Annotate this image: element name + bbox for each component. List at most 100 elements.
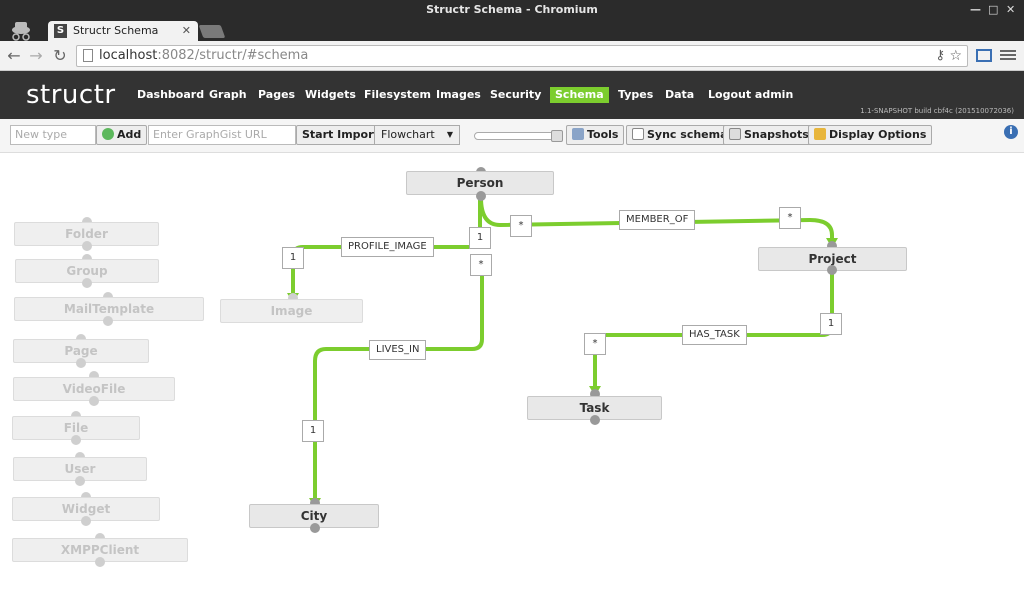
nav-security[interactable]: Security bbox=[490, 88, 542, 101]
node-connector[interactable] bbox=[288, 293, 298, 303]
schema-canvas[interactable]: Person Project Image Task City Folder Gr… bbox=[0, 153, 1024, 597]
key-icon[interactable]: ⚷ bbox=[935, 48, 945, 63]
node-xmppclient[interactable]: XMPPClient bbox=[12, 538, 188, 562]
window-titlebar: Structr Schema - Chromium — □ ✕ bbox=[0, 0, 1024, 20]
edge-member-of[interactable] bbox=[479, 197, 834, 239]
sync-schema-button[interactable]: Sync schema bbox=[626, 125, 734, 145]
node-connector[interactable] bbox=[590, 415, 600, 425]
node-connector[interactable] bbox=[476, 191, 486, 201]
back-icon[interactable]: ← bbox=[7, 46, 21, 65]
browser-toolbar: ← → ↻ localhost:8082/structr/#schema ⚷ ☆ bbox=[0, 41, 1024, 71]
build-info: 1.1-SNAPSHOT build cbf4c (201510072036) bbox=[860, 107, 1014, 115]
node-connector[interactable] bbox=[310, 498, 320, 508]
multiplicity-source[interactable]: * bbox=[470, 254, 492, 276]
nav-data[interactable]: Data bbox=[665, 88, 695, 101]
sync-label: Sync schema bbox=[647, 128, 728, 141]
add-type-button[interactable]: Add bbox=[96, 125, 148, 145]
nav-types[interactable]: Types bbox=[618, 88, 654, 101]
tools-label: Tools bbox=[587, 128, 619, 141]
chevron-down-icon: ▼ bbox=[446, 130, 453, 139]
node-connector[interactable] bbox=[590, 389, 600, 399]
display-options-button[interactable]: Display Options bbox=[808, 125, 933, 145]
node-connector[interactable] bbox=[310, 523, 320, 533]
structr-logo: structr bbox=[26, 80, 116, 110]
snapshots-label: Snapshots bbox=[744, 128, 809, 141]
multiplicity-source[interactable]: 1 bbox=[820, 313, 842, 335]
schema-toolbar: New type Add Enter GraphGist URL Start I… bbox=[0, 119, 1024, 153]
window-title: Structr Schema - Chromium bbox=[426, 3, 598, 16]
minimize-icon[interactable]: — bbox=[970, 3, 981, 16]
relationship-label-profile-image[interactable]: PROFILE_IMAGE bbox=[341, 237, 434, 257]
extension-icon[interactable] bbox=[976, 49, 992, 62]
snapshot-icon bbox=[729, 128, 741, 140]
display-options-label: Display Options bbox=[829, 128, 927, 141]
tab-title: Structr Schema bbox=[73, 24, 159, 37]
node-connector[interactable] bbox=[76, 358, 86, 368]
bookmark-star-icon[interactable]: ☆ bbox=[949, 48, 962, 64]
app-header: structr Dashboard Graph Pages Widgets Fi… bbox=[0, 71, 1024, 119]
nav-graph[interactable]: Graph bbox=[209, 88, 247, 101]
multiplicity-target[interactable]: 1 bbox=[302, 420, 324, 442]
nav-pages[interactable]: Pages bbox=[258, 88, 296, 101]
pencil-icon bbox=[814, 128, 826, 140]
url-text: localhost:8082/structr/#schema bbox=[99, 46, 308, 66]
node-connector[interactable] bbox=[75, 476, 85, 486]
node-image[interactable]: Image bbox=[220, 299, 363, 323]
tab-strip: S Structr Schema ✕ bbox=[0, 20, 1024, 41]
relationship-label-member-of[interactable]: MEMBER_OF bbox=[619, 210, 696, 230]
relationship-label-lives-in[interactable]: LIVES_IN bbox=[369, 340, 427, 360]
url-path: :8082/structr/#schema bbox=[157, 48, 309, 63]
node-file[interactable]: File bbox=[12, 416, 140, 440]
sync-icon bbox=[632, 128, 644, 140]
node-page[interactable]: Page bbox=[13, 339, 149, 363]
multiplicity-target[interactable]: * bbox=[779, 207, 801, 229]
zoom-slider[interactable] bbox=[474, 130, 563, 142]
multiplicity-target[interactable]: * bbox=[584, 333, 606, 355]
add-label: Add bbox=[117, 128, 142, 141]
snapshots-button[interactable]: Snapshots bbox=[723, 125, 815, 145]
node-connector[interactable] bbox=[82, 278, 92, 288]
nav-dashboard[interactable]: Dashboard bbox=[137, 88, 205, 101]
reload-icon[interactable]: ↻ bbox=[53, 46, 67, 65]
multiplicity-source[interactable]: * bbox=[510, 215, 532, 237]
close-icon[interactable]: ✕ bbox=[1006, 3, 1016, 16]
multiplicity-source[interactable]: 1 bbox=[469, 227, 491, 249]
zoom-slider-handle[interactable] bbox=[551, 130, 563, 142]
add-icon bbox=[102, 128, 114, 140]
graphgist-url-input[interactable]: Enter GraphGist URL bbox=[148, 125, 296, 145]
tools-button[interactable]: Tools bbox=[566, 125, 625, 145]
incognito-icon bbox=[12, 22, 30, 41]
nav-filesystem[interactable]: Filesystem bbox=[364, 88, 431, 101]
tab-structr-schema[interactable]: S Structr Schema ✕ bbox=[48, 21, 198, 41]
chrome-menu-icon[interactable] bbox=[1000, 48, 1016, 62]
multiplicity-target[interactable]: 1 bbox=[282, 247, 304, 269]
node-connector[interactable] bbox=[103, 316, 113, 326]
node-connector[interactable] bbox=[71, 435, 81, 445]
layout-select[interactable]: Flowchart ▼ bbox=[374, 125, 460, 145]
node-connector[interactable] bbox=[81, 516, 91, 526]
node-connector[interactable] bbox=[89, 371, 99, 381]
info-icon[interactable]: i bbox=[1004, 125, 1018, 139]
node-connector[interactable] bbox=[82, 241, 92, 251]
structr-favicon-icon: S bbox=[54, 24, 67, 38]
layout-select-value: Flowchart bbox=[381, 128, 435, 141]
nav-images[interactable]: Images bbox=[436, 88, 481, 101]
node-folder[interactable]: Folder bbox=[14, 222, 159, 246]
wrench-icon bbox=[572, 128, 584, 140]
new-tab-button[interactable] bbox=[198, 25, 226, 38]
maximize-icon[interactable]: □ bbox=[988, 3, 999, 16]
start-import-button[interactable]: Start Import bbox=[296, 125, 385, 145]
node-connector[interactable] bbox=[827, 265, 837, 275]
node-connector[interactable] bbox=[89, 396, 99, 406]
nav-widgets[interactable]: Widgets bbox=[305, 88, 356, 101]
url-host: localhost bbox=[99, 48, 158, 63]
node-connector[interactable] bbox=[95, 557, 105, 567]
relationship-label-has-task[interactable]: HAS_TASK bbox=[682, 325, 747, 345]
node-connector[interactable] bbox=[827, 241, 837, 251]
new-type-input[interactable]: New type bbox=[10, 125, 96, 145]
forward-icon[interactable]: → bbox=[29, 46, 43, 65]
address-bar[interactable]: localhost:8082/structr/#schema ⚷ ☆ bbox=[76, 45, 968, 67]
nav-schema[interactable]: Schema bbox=[550, 87, 609, 103]
nav-logout[interactable]: Logout admin bbox=[708, 88, 794, 101]
tab-close-icon[interactable]: ✕ bbox=[181, 24, 191, 37]
